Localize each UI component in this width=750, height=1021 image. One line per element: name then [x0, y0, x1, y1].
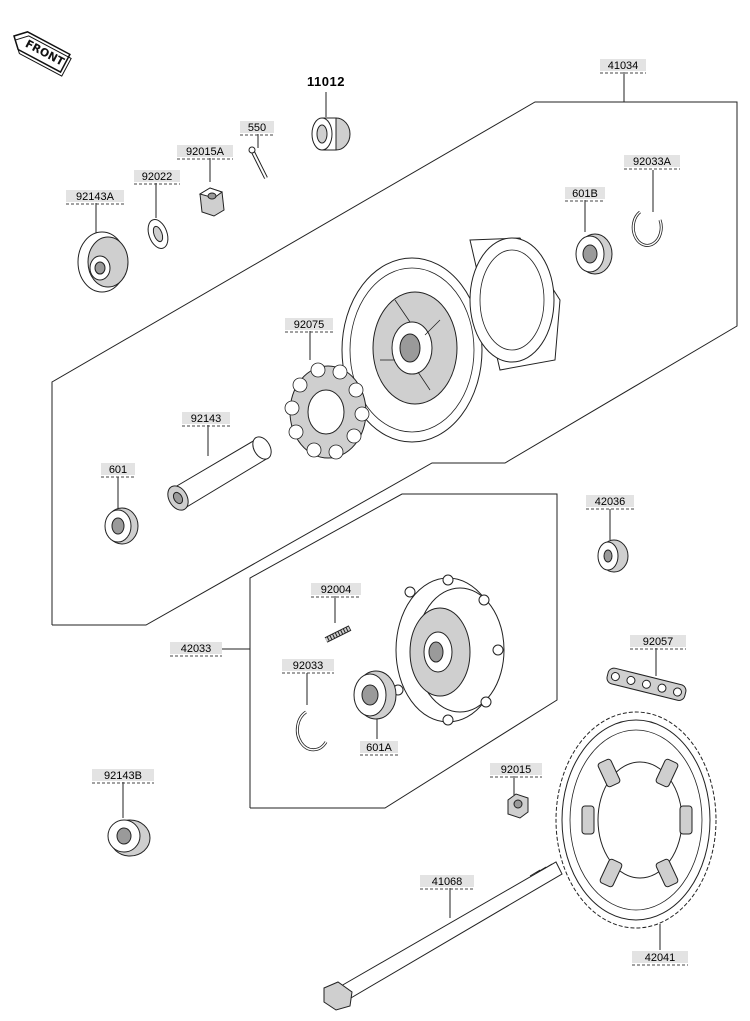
part-number: 601A: [366, 742, 392, 754]
part-tag-42036[interactable]: 42036: [586, 495, 634, 508]
collar-92143-part: [167, 436, 272, 511]
washer-92022-part: [147, 219, 169, 249]
part-number: 42036: [595, 496, 626, 508]
part-tag-92033A[interactable]: 92033A: [624, 155, 680, 168]
part-tag-92004[interactable]: 92004: [311, 583, 361, 596]
part-number: 601: [109, 464, 127, 476]
part-tag-92033[interactable]: 92033: [282, 659, 334, 672]
part-number: 92004: [321, 584, 352, 596]
part-number: 41068: [432, 876, 463, 888]
part-tag-601A[interactable]: 601A: [360, 741, 398, 754]
axle-41068-part: [323, 861, 563, 1011]
part-tag-92143[interactable]: 92143: [182, 412, 230, 425]
part-number: 92015: [501, 764, 532, 776]
part-number: 601B: [572, 188, 598, 200]
collar-92143B-part: [107, 819, 151, 857]
front-arrow-icon: FRONT: [13, 31, 72, 77]
cotter-pin-550-part: [248, 146, 268, 179]
part-tag-601[interactable]: 601: [101, 463, 135, 476]
nut-92015A-part: [198, 187, 225, 217]
damper-92075-part: [284, 362, 370, 460]
leader-lines: [95, 72, 661, 950]
bearing-601A-part: [353, 670, 397, 720]
part-tag-92015[interactable]: 92015: [490, 763, 542, 776]
part-tag-92143B[interactable]: 92143B: [92, 769, 154, 782]
part-number: 92143: [191, 413, 222, 425]
circlip-92033-part: [295, 710, 328, 752]
part-number: 41034: [608, 60, 639, 72]
coupling-assembly-frame: [249, 493, 558, 809]
collar-92143A-part: [77, 231, 129, 293]
nut-42036-part: [597, 539, 629, 573]
hub-assembly-frame: [51, 101, 738, 626]
part-number: 92143A: [76, 191, 115, 203]
part-tag-11012[interactable]: 11012: [307, 74, 345, 89]
part-number: 92022: [142, 171, 173, 183]
part-tag-601B[interactable]: 601B: [565, 187, 605, 200]
chain-92057-part: [606, 667, 687, 701]
bush-11012-part: [311, 117, 351, 151]
bearing-601B-part: [575, 233, 613, 275]
part-number: 92033: [293, 660, 324, 672]
part-number: 92033A: [633, 156, 672, 168]
part-number: 92075: [294, 319, 325, 331]
part-tag-41034[interactable]: 41034: [600, 59, 646, 72]
part-tag-92022[interactable]: 92022: [134, 170, 180, 183]
coupling-42033-part: [392, 574, 505, 726]
rear-hub-41034-part: [341, 237, 561, 443]
part-number: 11012: [307, 74, 345, 89]
part-number: 92015A: [186, 146, 225, 158]
part-tag-92075[interactable]: 92075: [285, 318, 333, 331]
part-number: 42041: [645, 952, 676, 964]
tag-underlines: [66, 72, 688, 966]
bearing-601-part: [104, 507, 139, 545]
part-tag-42041[interactable]: 42041: [632, 951, 688, 964]
part-tag-41068[interactable]: 41068: [420, 875, 474, 888]
part-number: 92057: [643, 636, 674, 648]
part-number: 550: [248, 122, 266, 134]
stud-92004-part: [324, 625, 352, 643]
part-tag-92057[interactable]: 92057: [630, 635, 686, 648]
part-number: 92143B: [104, 770, 142, 782]
part-tag-92143A[interactable]: 92143A: [66, 190, 124, 203]
circlip-92033A-part: [631, 210, 663, 247]
part-tag-550[interactable]: 550: [240, 121, 274, 134]
part-tag-92015A[interactable]: 92015A: [177, 145, 233, 158]
part-tag-42033[interactable]: 42033: [170, 642, 222, 655]
part-number: 42033: [181, 643, 212, 655]
sprocket-42041-part: [555, 711, 717, 929]
nut-92015-part: [507, 793, 529, 819]
